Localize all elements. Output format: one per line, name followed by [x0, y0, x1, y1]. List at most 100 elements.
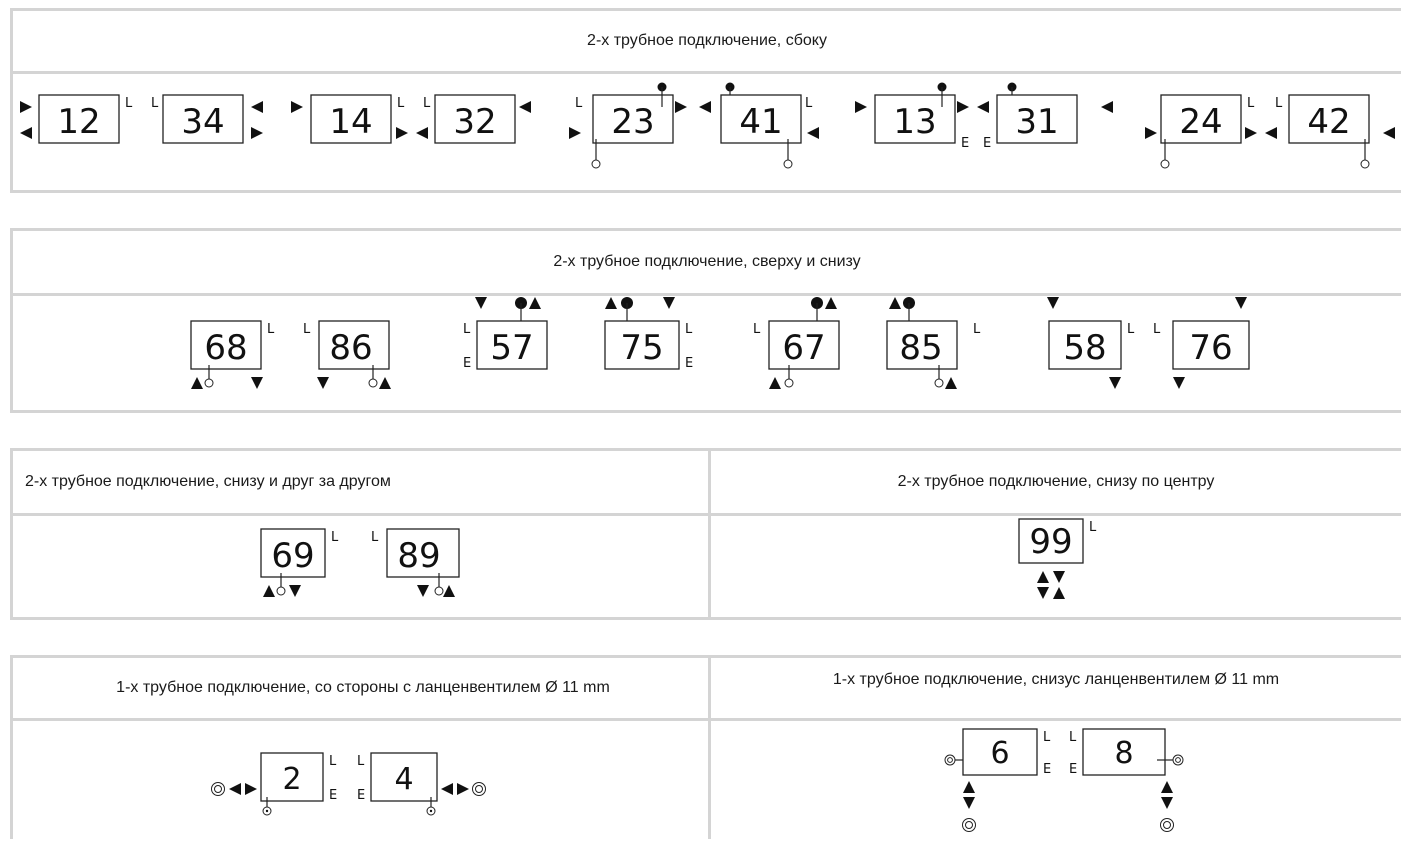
code-32: 32	[453, 102, 496, 142]
section-header-single	[13, 658, 1401, 721]
svg-text:L: L	[685, 322, 693, 337]
svg-text:E: E	[685, 356, 693, 371]
svg-text:E: E	[1069, 762, 1077, 777]
connection-89: L 89	[371, 528, 460, 597]
svg-text:L: L	[329, 754, 337, 769]
svg-text:L: L	[1153, 322, 1161, 337]
diagram-row-single: 2 L E L E 4 6 L E	[211, 728, 1184, 832]
flow-in-arrow-icon	[20, 101, 32, 113]
svg-text:L: L	[1127, 322, 1135, 337]
column-divider	[708, 451, 711, 617]
connection-8: L E 8	[1069, 728, 1184, 832]
svg-text:L: L	[1043, 730, 1051, 745]
code-6: 6	[990, 736, 1009, 771]
svg-text:E: E	[463, 356, 471, 371]
code-14: 14	[329, 102, 372, 142]
svg-text:E: E	[1043, 762, 1051, 777]
connection-67: L 67	[753, 297, 840, 389]
svg-text:E: E	[961, 136, 969, 151]
connection-41: 41 L	[699, 82, 819, 169]
connection-99: 99 L	[1018, 518, 1097, 599]
code-2: 2	[282, 762, 301, 797]
panel-single: 1-х трубное подключение, со стороны с ла…	[10, 655, 1401, 839]
svg-text:L: L	[371, 530, 379, 545]
connection-14: 14 L	[291, 94, 408, 144]
svg-text:L: L	[303, 322, 311, 337]
section-title-topbottom: 2-х трубное подключение, сверху и снизу	[13, 231, 1401, 296]
connection-75: 75 L E	[604, 297, 693, 371]
connection-85: 85 L	[886, 297, 981, 389]
svg-text:L: L	[357, 754, 365, 769]
connection-57: L E 57	[463, 297, 548, 371]
connection-32: L 32	[416, 94, 531, 144]
svg-text:L: L	[331, 530, 339, 545]
connection-31: E 31	[977, 82, 1113, 151]
code-12: 12	[57, 102, 100, 142]
connection-12: 12 L	[20, 94, 133, 144]
diagram-row-bottom: 69 L L 89 99 L	[260, 518, 1097, 599]
code-69: 69	[271, 536, 314, 576]
svg-text:L: L	[1089, 520, 1097, 535]
section-title-single-bottom: 1-х трубное подключение, снизус ланценве…	[832, 671, 1280, 688]
panel-side: 2-х трубное подключение, сбоку 12 L L 34…	[10, 8, 1401, 193]
connection-34: L 34	[151, 94, 263, 144]
svg-text:L: L	[973, 322, 981, 337]
section-header-bottom	[13, 451, 1401, 516]
connection-6: 6 L E	[944, 728, 1051, 832]
connection-58: 58 L	[1047, 297, 1135, 389]
svg-text:L: L	[1247, 96, 1255, 111]
code-13: 13	[893, 102, 936, 142]
code-85: 85	[899, 328, 942, 368]
code-76: 76	[1189, 328, 1232, 368]
connection-76: L 76	[1153, 297, 1250, 389]
svg-text:E: E	[983, 136, 991, 151]
svg-text:L: L	[463, 322, 471, 337]
code-23: 23	[611, 102, 654, 142]
svg-text:E: E	[329, 788, 337, 803]
svg-text:L: L	[805, 96, 813, 111]
svg-text:L: L	[423, 96, 431, 111]
svg-text:L: L	[753, 322, 761, 337]
connection-69: 69 L	[260, 528, 339, 597]
connection-4: L E 4	[357, 752, 486, 816]
connection-2: 2 L E	[211, 752, 337, 816]
svg-text:L: L	[1069, 730, 1077, 745]
svg-text:E: E	[357, 788, 365, 803]
connection-86: L 86	[303, 320, 391, 389]
code-68: 68	[204, 328, 247, 368]
code-4: 4	[394, 762, 413, 797]
code-31: 31	[1015, 102, 1058, 142]
section-title-side: 2-х трубное подключение, сбоку	[13, 11, 1401, 74]
panel-bottom: 2-х трубное подключение, снизу и друг за…	[10, 448, 1401, 620]
code-34: 34	[181, 102, 224, 142]
svg-text:L: L	[151, 96, 159, 111]
drain-circle-icon	[591, 159, 601, 169]
svg-text:L: L	[1275, 96, 1283, 111]
svg-text:L: L	[575, 96, 583, 111]
connection-13: 13 E	[855, 82, 969, 151]
code-58: 58	[1063, 328, 1106, 368]
section-title-bottom-behind: 2-х трубное подключение, снизу и друг за…	[25, 473, 391, 490]
svg-text:L: L	[267, 322, 275, 337]
code-8: 8	[1114, 736, 1133, 771]
section-title-single-side: 1-х трубное подключение, со стороны с ла…	[116, 679, 610, 696]
column-divider	[708, 658, 711, 839]
code-57: 57	[490, 328, 533, 368]
connection-23: L 23	[569, 82, 687, 169]
code-99: 99	[1029, 522, 1072, 562]
code-24: 24	[1179, 102, 1222, 142]
code-89: 89	[397, 536, 440, 576]
connection-24: 24 L	[1145, 94, 1257, 169]
flow-out-arrow-icon	[20, 127, 32, 139]
diagram-row-side: 12 L L 34 14 L L 32	[20, 82, 1395, 169]
section-title-bottom-center: 2-х трубное подключение, снизу по центру	[897, 473, 1215, 490]
code-67: 67	[782, 328, 825, 368]
connection-42: L 42	[1265, 94, 1395, 169]
panel-topbottom: 2-х трубное подключение, сверху и снизу …	[10, 228, 1401, 413]
svg-text:L: L	[125, 96, 133, 111]
svg-text:L: L	[397, 96, 405, 111]
code-75: 75	[620, 328, 663, 368]
code-42: 42	[1307, 102, 1350, 142]
code-86: 86	[329, 328, 372, 368]
code-41: 41	[739, 102, 782, 142]
